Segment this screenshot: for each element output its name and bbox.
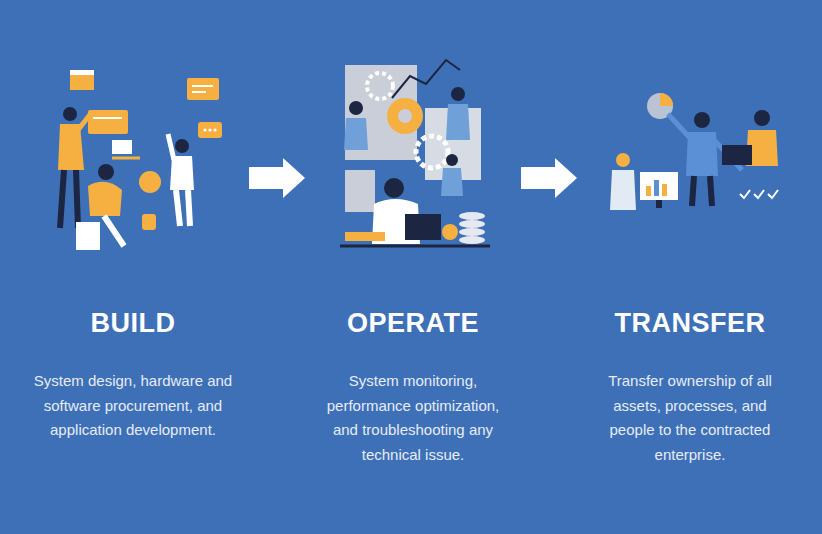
person-head — [451, 87, 465, 101]
window-bar — [70, 70, 94, 75]
laptop — [405, 214, 441, 240]
flow-arrow — [249, 158, 305, 198]
person-leg — [76, 170, 78, 228]
person-head — [446, 154, 458, 166]
monitor-stand — [656, 200, 662, 208]
person-leg — [188, 190, 190, 226]
laptop — [722, 145, 752, 165]
stage-description: System design, hardware and software pro… — [33, 369, 233, 443]
person-leg — [104, 216, 124, 246]
gear-hub — [398, 109, 412, 123]
stage-column: OPERATE System monitoring, performance op… — [308, 50, 518, 470]
pie-slice — [660, 93, 673, 106]
stage-description: Transfer ownership of all assets, proces… — [590, 369, 790, 467]
check-mark — [768, 190, 778, 198]
person-leg — [710, 176, 712, 206]
person-torso — [610, 170, 636, 210]
person-head — [98, 164, 114, 180]
cup-icon — [142, 214, 156, 230]
person-leg — [60, 170, 64, 228]
person-head — [63, 107, 77, 121]
chat-dot — [203, 128, 206, 131]
ui-card — [187, 78, 219, 100]
gear — [416, 136, 448, 168]
stage-heading: BUILD — [20, 305, 246, 341]
person-leg — [692, 176, 694, 206]
coin — [459, 212, 485, 220]
coin — [459, 236, 485, 244]
bar — [646, 186, 651, 196]
stage-column: BUILD System design, hardware and softwar… — [20, 50, 246, 470]
coin — [459, 228, 485, 236]
chat-bubble — [198, 122, 222, 138]
gear — [367, 73, 393, 99]
operate-illustration — [340, 60, 490, 246]
card-line — [192, 91, 206, 93]
flow-arrow — [521, 158, 577, 198]
window-icon — [112, 140, 132, 154]
person-arm — [668, 114, 690, 138]
dollar-coin — [442, 224, 458, 240]
monitor — [640, 172, 678, 200]
person-arm — [168, 134, 174, 160]
stage-heading: OPERATE — [308, 305, 518, 341]
person-head — [175, 139, 189, 153]
chat-dot — [213, 128, 216, 131]
person-leg — [176, 190, 180, 226]
person-torso — [686, 132, 718, 176]
stage-column: TRANSFER Transfer ownership of all assets… — [580, 50, 800, 470]
book-stack — [345, 232, 385, 241]
build-illustration — [58, 70, 222, 250]
person-torso — [170, 156, 194, 190]
person-head — [349, 101, 363, 115]
person-head — [694, 112, 710, 128]
person-head — [384, 178, 404, 198]
check-mark — [754, 190, 764, 198]
person-torso — [344, 118, 368, 150]
person-head — [754, 110, 770, 126]
stage-description: System monitoring, performance optimizat… — [313, 369, 513, 467]
coin — [459, 220, 485, 228]
card-line — [93, 117, 122, 119]
gear — [387, 98, 423, 134]
trend-line — [392, 60, 460, 98]
stage-heading: TRANSFER — [580, 305, 800, 341]
ui-card — [88, 110, 128, 134]
person-head — [616, 153, 630, 167]
seat-block — [76, 222, 100, 250]
person-torso — [446, 104, 470, 140]
window-card — [70, 70, 94, 90]
bar — [662, 184, 667, 196]
chat-dot — [208, 128, 211, 131]
check-mark — [740, 190, 750, 198]
bar — [654, 180, 659, 196]
panel — [345, 170, 375, 212]
dash-line — [112, 157, 140, 160]
transfer-illustration — [610, 93, 778, 210]
clock-icon — [139, 171, 161, 193]
person-torso — [88, 182, 122, 216]
desk-line — [340, 245, 490, 248]
person-arm — [78, 112, 92, 130]
person-torso — [441, 168, 463, 196]
card-line — [192, 85, 213, 87]
